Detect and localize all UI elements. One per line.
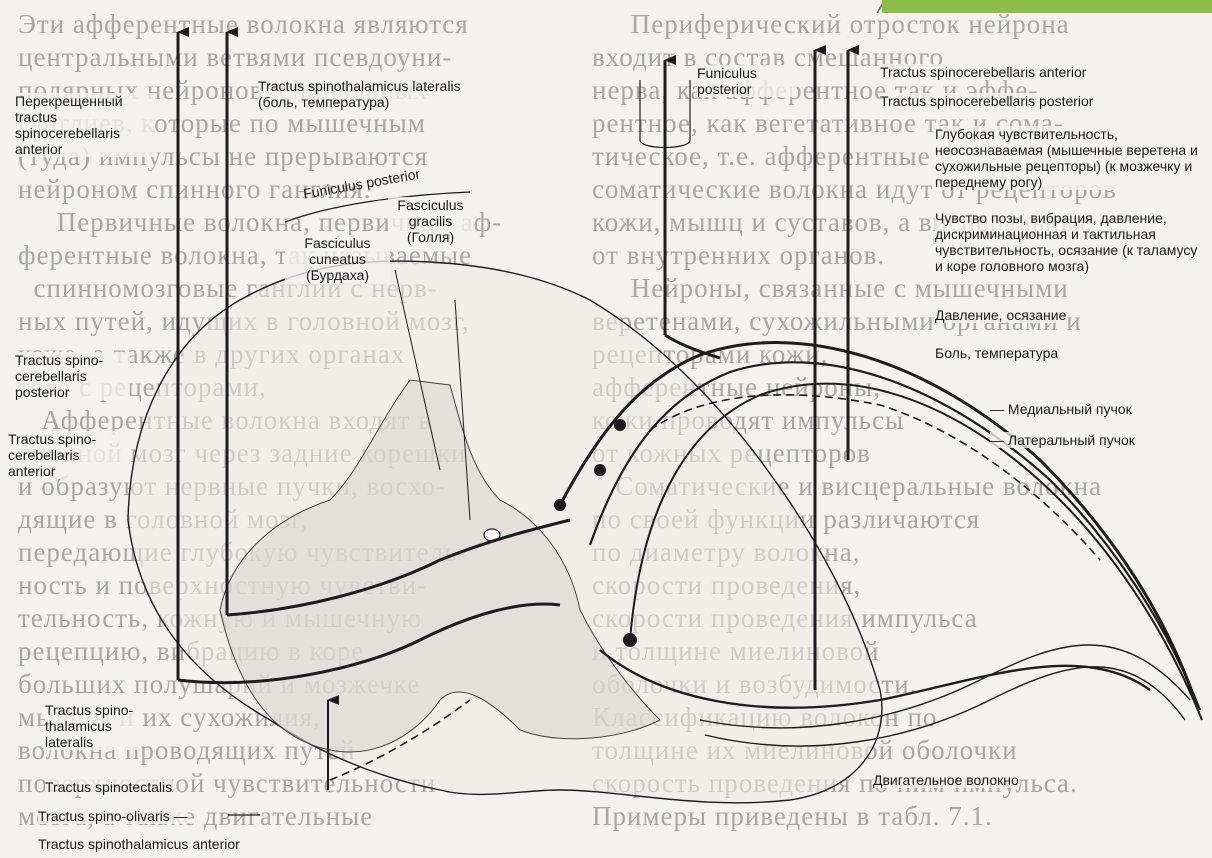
fiber-to-posterior-funiculus <box>665 335 720 358</box>
neuron-body-intermediate <box>554 499 566 511</box>
label-tractus-spinocerebellaris-anterior-left: Tractus spino-cerebellaris anterior <box>8 431 123 479</box>
label-funiculus-posterior-top: Funiculus posterior <box>697 65 797 97</box>
neuron-body-dorsal-2 <box>594 464 606 476</box>
neuron-body-ventral <box>623 633 637 647</box>
label-medial-bundle: — Медиальный пучок <box>990 401 1132 417</box>
label-tractus-spinoolivaris: Tractus spino-olivaris — <box>38 808 188 824</box>
label-tractus-spinocerebellaris-posterior-right: Tractus spinocerebellaris posterior <box>880 93 1093 109</box>
label-tractus-spinocerebellaris-anterior-right: Tractus spinocerebellaris anterior <box>880 64 1086 80</box>
label-tractus-spinothalamicus-anterior: Tractus spinothalamicus anterior <box>38 836 240 852</box>
label-pressure-touch: Давление, осязание <box>935 307 1066 323</box>
label-lateral-bundle: — Латеральный пучок <box>990 432 1135 448</box>
label-fasciculus-gracilis: Fasciculus gracilis (Голля) <box>388 197 473 245</box>
label-deep-sensitivity: Глубокая чувствительность, неосознаваема… <box>935 126 1207 190</box>
label-tractus-spinothalamicus-lateralis-bottom: Tractus spino-thalamicus lateralis <box>45 702 140 750</box>
corner-accent-bar <box>882 0 1212 13</box>
label-tractus-spinocerebellaris-posterior-left: Tractus spino-cerebellaris posterior <box>15 352 130 400</box>
label-crossed-spinocerebellar-anterior: Перекрещенный tractus spinocerebellaris … <box>15 93 155 157</box>
label-tractus-spinotectalis: Tractus spinotectalis <box>45 779 172 795</box>
label-pain-temperature: Боль, температура <box>935 345 1058 361</box>
label-fasciculus-cuneatus: Fasciculus cuneatus (Бурдаха) <box>285 235 390 283</box>
label-motor-fiber: Двигательное волокно <box>873 772 1019 788</box>
label-position-sense: Чувство позы, вибрация, давление, дискри… <box>935 210 1207 274</box>
label-tractus-spinothalamicus-lateralis: Tractus spinothalamicus lateralis (боль,… <box>258 78 503 110</box>
neuron-body-dorsal-1 <box>614 419 626 431</box>
